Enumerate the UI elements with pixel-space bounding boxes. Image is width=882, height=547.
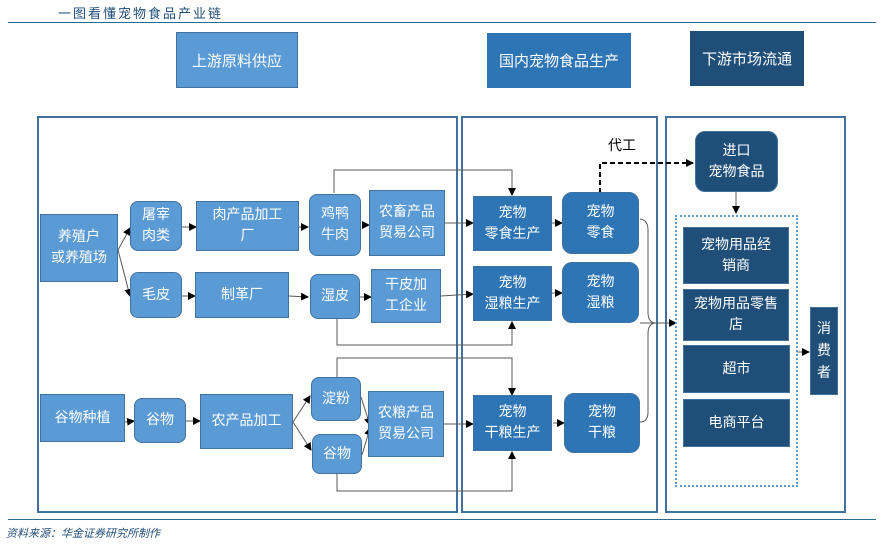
node-grain-planting: 谷物种植 — [40, 394, 125, 442]
header-upstream-label: 上游原料供应 — [191, 51, 282, 70]
node-consumer: 消 费 者 — [810, 307, 838, 395]
node-consumer-label: 消 费 者 — [817, 321, 831, 381]
node-meat-factory: 肉产品加工 厂 — [196, 201, 299, 251]
node-channel-distributor: 宠物用品经 销商 — [683, 227, 789, 284]
node-tannery-label: 制革厂 — [221, 286, 263, 303]
node-grain-trade-label: 农粮产品 贸易公司 — [378, 405, 434, 442]
node-channel-supermarket: 超市 — [683, 345, 790, 393]
node-channel-ecommerce: 电商平台 — [683, 399, 790, 447]
node-channel-retail: 宠物用品零售 店 — [683, 289, 789, 341]
node-wet-hide-label: 湿皮 — [321, 288, 349, 304]
node-starch: 淀粉 — [311, 377, 361, 421]
header-production-label: 国内宠物食品生产 — [498, 52, 619, 70]
oem-label: 代工 — [608, 138, 636, 154]
arrow-poultry-snackprod — [333, 169, 516, 196]
header-downstream: 下游市场流通 — [690, 31, 804, 86]
node-dry-production-label: 宠物 干粮生产 — [484, 404, 541, 441]
node-pet-wet-label: 宠物 湿粮 — [586, 273, 615, 311]
node-imported-pet-food: 进口 宠物食品 — [695, 131, 778, 192]
node-poultry-beef-label: 鸡鸭 牛肉 — [321, 206, 349, 243]
arrow-tannery-wethide — [288, 292, 309, 301]
source-note: 资料来源：华金证券研究所制作 — [6, 527, 160, 540]
node-imported-pet-food-label: 进口 宠物食品 — [708, 142, 765, 180]
node-wet-production: 宠物 湿粮生产 — [473, 266, 552, 321]
node-poultry-beef: 鸡鸭 牛肉 — [309, 194, 361, 256]
channels-group — [675, 215, 798, 487]
node-agri-processing-label: 农产品加工 — [211, 413, 282, 429]
arrow-farm-fur — [117, 249, 133, 297]
arrow-oem-import — [599, 159, 694, 193]
node-agri-processing: 农产品加工 — [200, 394, 293, 449]
node-dry-hide-label: 干皮加 工企业 — [385, 277, 427, 314]
upstream-frame — [37, 116, 458, 513]
node-meat-factory-label: 肉产品加工 厂 — [212, 207, 283, 244]
node-channel-retail-label: 宠物用品零售 店 — [694, 296, 778, 333]
header-production: 国内宠物食品生产 — [487, 33, 631, 88]
node-pet-dry-label: 宠物 干粮 — [588, 404, 616, 441]
node-channel-ecommerce-label: 电商平台 — [708, 414, 765, 431]
arrow-processing-starch — [292, 395, 311, 423]
header-downstream-label: 下游市场流通 — [701, 50, 792, 68]
node-snack-production-label: 宠物 零食生产 — [484, 204, 541, 242]
node-grain-planting-label: 谷物种植 — [54, 409, 111, 426]
node-grain-label: 谷物 — [146, 412, 174, 428]
production-frame — [461, 116, 658, 513]
node-pet-wet: 宠物 湿粮 — [562, 262, 639, 323]
downstream-frame — [665, 116, 846, 513]
title-divider — [8, 22, 876, 23]
node-slaughter: 屠宰 肉类 — [130, 201, 182, 251]
footer-divider — [8, 519, 876, 520]
page-title: 一图看懂宠物食品产业链 — [58, 7, 224, 22]
node-wet-hide: 湿皮 — [310, 274, 360, 319]
arrow-wethide-wetprod — [336, 319, 516, 346]
node-snack-production: 宠物 零食生产 — [473, 196, 552, 251]
header-upstream: 上游原料供应 — [176, 32, 298, 88]
arrow-dryhide-wetprod — [440, 290, 474, 299]
node-tannery: 制革厂 — [195, 272, 289, 318]
node-livestock-trade: 农畜产品 贸易公司 — [369, 190, 445, 256]
node-slaughter-label: 屠宰 肉类 — [142, 207, 170, 244]
node-grain-2-label: 谷物 — [323, 445, 351, 462]
node-farm: 养殖户 或养殖场 — [40, 214, 118, 282]
arrow-grain2-dryprod — [336, 451, 516, 492]
node-pet-snack-label: 宠物 零食 — [586, 204, 615, 241]
production-brace — [639, 218, 657, 423]
arrow-starch-dryprod — [336, 357, 516, 396]
node-dry-hide: 干皮加 工企业 — [371, 269, 441, 323]
node-wet-production-label: 宠物 湿粮生产 — [484, 274, 541, 312]
node-channel-supermarket-label: 超市 — [722, 360, 751, 377]
node-grain: 谷物 — [134, 398, 186, 443]
node-starch-label: 淀粉 — [322, 390, 350, 407]
node-fur-label: 毛皮 — [142, 286, 170, 303]
node-fur: 毛皮 — [130, 272, 182, 318]
arrow-processing-grain2 — [292, 421, 312, 451]
node-livestock-trade-label: 农畜产品 贸易公司 — [379, 204, 435, 241]
arrow-farm-slaughter — [117, 227, 131, 251]
node-pet-dry: 宠物 干粮 — [564, 393, 640, 453]
node-dry-production: 宠物 干粮生产 — [473, 395, 552, 451]
arrow-planting-grain — [124, 417, 135, 426]
node-grain-trade: 农粮产品 贸易公司 — [368, 391, 444, 457]
node-pet-snack: 宠物 零食 — [562, 192, 639, 254]
node-channel-distributor-label: 宠物用品经 销商 — [701, 236, 771, 274]
node-grain-2: 谷物 — [312, 434, 362, 474]
node-farm-label: 养殖户 或养殖场 — [51, 229, 107, 266]
